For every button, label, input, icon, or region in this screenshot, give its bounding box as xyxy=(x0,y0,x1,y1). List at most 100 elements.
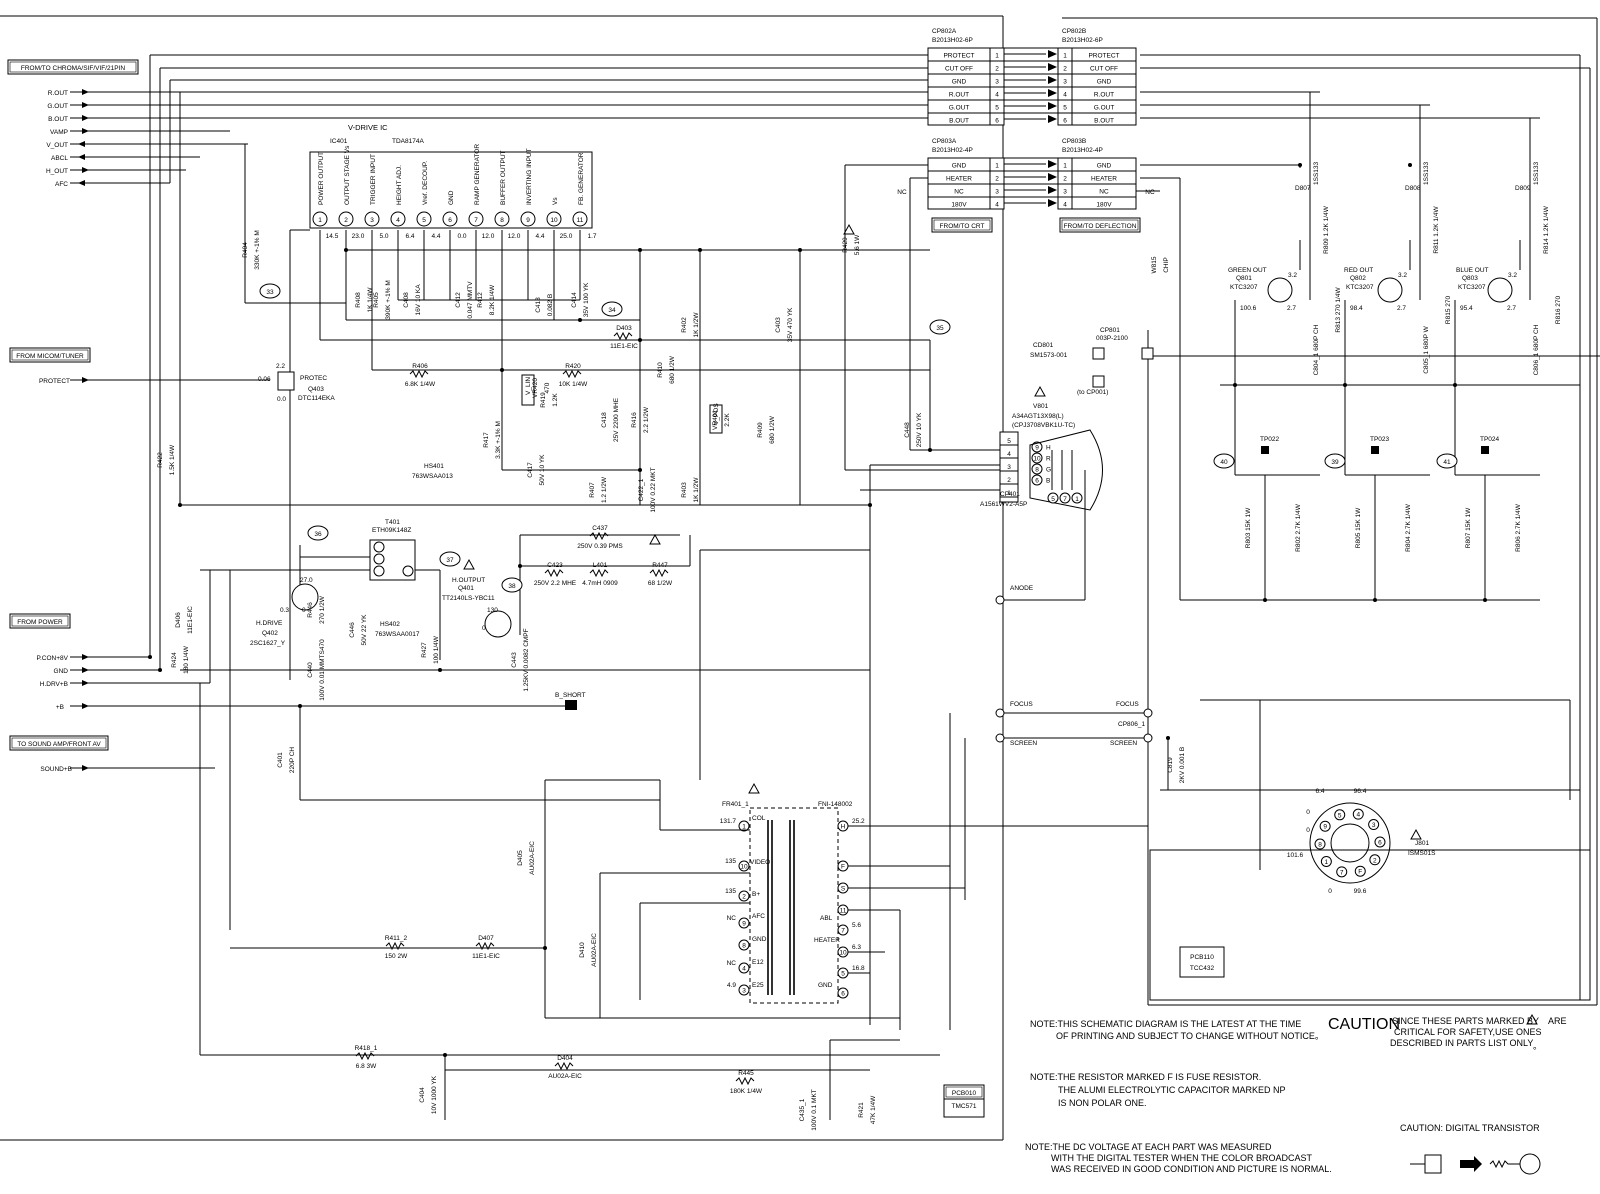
node-marker xyxy=(1436,453,1458,469)
component-value: 50V 10 YK xyxy=(539,454,546,486)
ic401-pin-name: INVERTING INPUT xyxy=(526,148,533,205)
junction-dot xyxy=(1343,383,1347,387)
r802: R802 2.7K 1/4W xyxy=(1295,503,1302,552)
ic401-pin-name: OUTPUT STAGE Vs xyxy=(344,145,351,205)
component-ref: L401 xyxy=(593,562,608,569)
q402: Q402 xyxy=(262,630,278,637)
component-ref: D406 xyxy=(175,612,182,628)
component-value: 1.2 1/2W xyxy=(601,476,608,503)
test-point xyxy=(1481,446,1489,454)
component-value: 0.082 B xyxy=(547,294,554,316)
crt-bottom-pin: 7 xyxy=(1063,496,1067,503)
fbt-abl: ABL xyxy=(820,915,833,922)
j801-pin-number: 3 xyxy=(1372,822,1376,829)
r815: R815 270 xyxy=(1445,296,1452,325)
focus: FOCUS xyxy=(1010,701,1033,708)
terminal xyxy=(995,733,1005,743)
junction-dot xyxy=(298,704,302,708)
component-value: 11E1-EIC xyxy=(187,606,194,634)
c805: C805_1 680P W xyxy=(1423,325,1430,373)
q402-v1: 27.0 xyxy=(300,577,313,584)
terminal xyxy=(1143,733,1153,743)
caution-line3: DESCRIBED IN PARTS LIST ONLY xyxy=(1390,1038,1533,1048)
link-arrow xyxy=(1048,160,1057,168)
resistor-symbol xyxy=(409,369,429,379)
d808-part: 1SS133 xyxy=(1423,161,1430,185)
link-arrow xyxy=(1048,63,1057,71)
cp803b-row: HEATER xyxy=(1091,176,1117,183)
ic401-pin-name: POWER OUTPUT xyxy=(318,152,325,205)
j801-voltage: 99.6 xyxy=(1354,888,1367,895)
cp802a-row: CUT OFF xyxy=(945,66,973,73)
component-value: 47K 1/4W xyxy=(870,1095,877,1124)
cp803a-row: HEATER xyxy=(946,176,972,183)
ic401-pin-number: 11 xyxy=(577,217,584,224)
signal-arrow xyxy=(82,167,89,173)
node-label: 34 xyxy=(608,307,616,314)
junction-dot xyxy=(1373,598,1377,602)
j801-voltage: 0 xyxy=(1328,888,1332,895)
ic401-pin-name: HEIGHT ADJ. xyxy=(396,165,403,205)
ic401-pin-number: 8 xyxy=(500,217,504,224)
ic401-voltage: 5.0 xyxy=(379,233,388,240)
component-ref: VR420 xyxy=(532,378,539,398)
gun-pin-number: 6 xyxy=(1035,478,1039,485)
q802: Q802 xyxy=(1350,275,1366,282)
resistor-symbol xyxy=(735,1076,755,1086)
component-value: 180K 1/4W xyxy=(730,1088,763,1095)
resistor-equivalent-icon xyxy=(1489,1159,1520,1169)
q-voltage: 98.4 xyxy=(1350,305,1363,312)
ic401-voltage: 23.0 xyxy=(352,233,365,240)
component: C414 35V 100 YK xyxy=(571,282,590,317)
ic401-pin xyxy=(312,211,328,227)
tp022: TP022 xyxy=(1260,436,1280,443)
component-ref: R412 xyxy=(477,292,484,308)
signal-arrow xyxy=(82,89,89,95)
r803: R803 15K 1W xyxy=(1245,507,1252,548)
gun-pin xyxy=(1031,474,1043,486)
component-ref: C414 xyxy=(571,292,578,308)
fbt-gnd2: GND xyxy=(818,982,833,989)
component-ref: R405 xyxy=(373,292,380,308)
component-value: 270 1/2W xyxy=(319,595,326,624)
component-ref: R420 xyxy=(565,363,581,370)
j801-voltage: 6.4 xyxy=(1315,788,1324,795)
note2-line3: IS NON POLAR ONE. xyxy=(1058,1098,1147,1108)
cp803b-row: 180V xyxy=(1096,202,1112,209)
component-ref: C408 xyxy=(403,292,410,308)
component-ref: R419 xyxy=(540,392,547,408)
r809: R809 1.2K 1/4W xyxy=(1323,205,1330,254)
component-ref: R410 xyxy=(657,362,664,378)
node-marker xyxy=(1213,453,1235,469)
signal-label: VAMP xyxy=(50,129,68,136)
node-marker xyxy=(307,525,329,541)
ic401-voltage: 12.0 xyxy=(508,233,521,240)
fbt-part: FNI-148002 xyxy=(818,801,853,808)
fbt-voltage: 4.9 xyxy=(727,982,736,989)
ic401-voltage: 14.5 xyxy=(326,233,339,240)
junction-dot xyxy=(638,248,642,252)
caution-title: CAUTION xyxy=(1328,1016,1400,1033)
component-ref: D404 xyxy=(557,1055,573,1062)
component-value: 35V 100 YK xyxy=(583,282,590,317)
component-value: 250V 10 YK xyxy=(916,412,923,447)
component-value: 0.047 MMTV xyxy=(467,281,474,319)
component-ref: VR401 xyxy=(712,410,719,430)
j801-pin-number: 2 xyxy=(1373,857,1377,864)
cp802b-row: CUT OFF xyxy=(1090,66,1118,73)
c806: C806_1 680P CH xyxy=(1533,324,1540,375)
ic401-voltage: 4.4 xyxy=(535,233,544,240)
to-cp001: (to CP001) xyxy=(1077,389,1108,396)
ic401-pin-number: 4 xyxy=(396,217,400,224)
component-value: 5.6 1W xyxy=(854,234,861,255)
component-value: 100V 0.1 MKT xyxy=(811,1089,818,1131)
r807: R807 15K 1W xyxy=(1465,507,1472,548)
pin-number: 5 xyxy=(995,105,999,112)
pin-number: 2 xyxy=(995,176,999,183)
